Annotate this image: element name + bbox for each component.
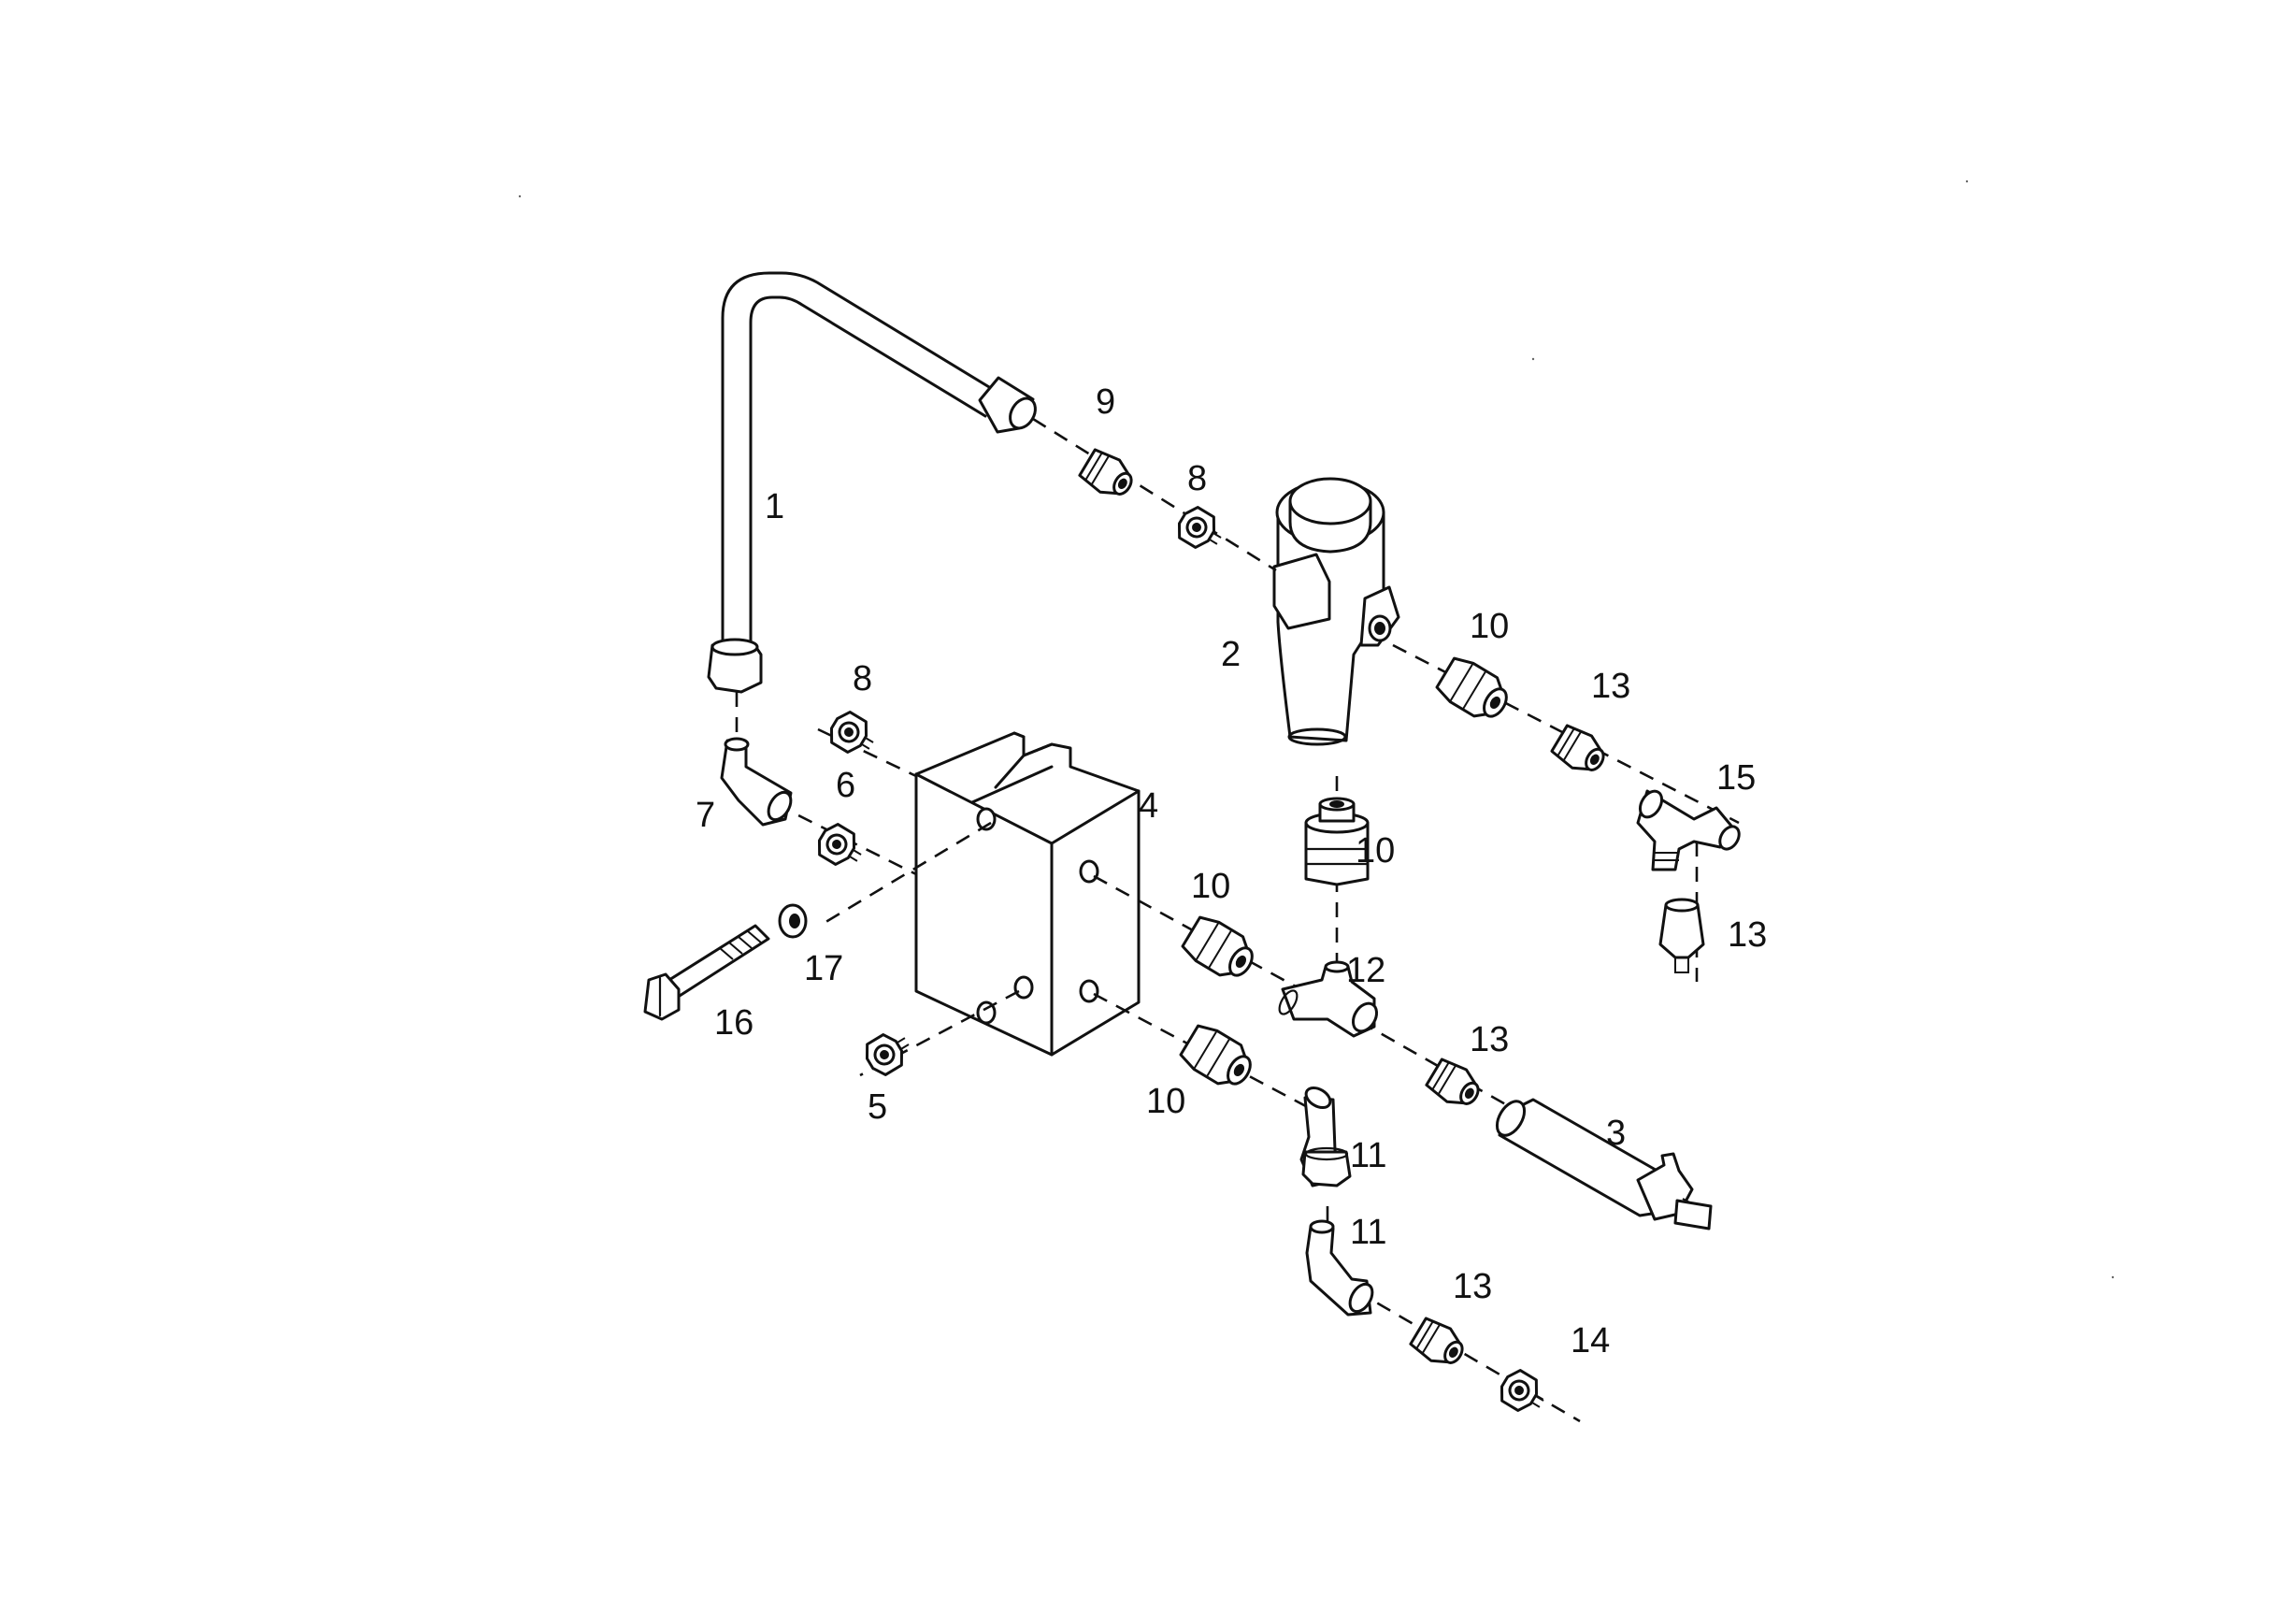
callout-13: 13	[1453, 1267, 1492, 1306]
valve-body-2	[1272, 477, 1400, 746]
callout-16: 16	[714, 1003, 753, 1043]
callout-13: 13	[1470, 1020, 1509, 1059]
callout-2: 2	[1221, 635, 1241, 674]
scan-specks	[518, 180, 2115, 1279]
tee-15	[1636, 789, 1741, 871]
callout-9: 9	[1096, 382, 1115, 422]
bushing-9	[1076, 445, 1141, 506]
union-10-right	[1432, 652, 1516, 728]
callout-10: 10	[1470, 607, 1509, 646]
nut-5	[859, 1024, 918, 1081]
callout-6: 6	[836, 766, 855, 805]
nut-14	[1494, 1364, 1553, 1421]
elbow-11-lower	[1305, 1219, 1374, 1317]
nut-6	[811, 818, 870, 875]
callout-15: 15	[1716, 758, 1756, 798]
callout-11: 11	[1350, 1136, 1386, 1175]
callout-17: 17	[804, 949, 843, 988]
union-10-vertical	[1304, 797, 1370, 886]
bolt-16	[643, 924, 770, 1021]
callout-3: 3	[1606, 1114, 1626, 1153]
fitting-13-vertical	[1658, 898, 1705, 973]
callout-4: 4	[1139, 786, 1158, 826]
callout-labels: 1 9 8 2 10 13 15 8 4 7 6 10 13 10 17 12 …	[696, 382, 1767, 1360]
union-10-low	[1176, 1019, 1260, 1096]
callout-11: 11	[1350, 1213, 1386, 1252]
callout-13: 13	[1591, 667, 1630, 706]
pipe-1	[707, 271, 1037, 694]
assembly-lines	[735, 417, 1740, 1423]
callout-8: 8	[853, 659, 872, 698]
callout-5: 5	[868, 1087, 887, 1127]
elbow-7	[720, 737, 793, 827]
nut-8-top	[1171, 501, 1230, 558]
union-10-mid	[1178, 911, 1262, 987]
callout-1: 1	[765, 487, 784, 526]
tee-12	[1278, 960, 1379, 1038]
callout-10: 10	[1146, 1082, 1185, 1121]
washer-17	[778, 903, 808, 939]
callout-12: 12	[1346, 951, 1385, 990]
callout-10: 10	[1356, 831, 1395, 871]
cylinder-3	[1495, 1098, 1713, 1231]
manifold-block-4	[914, 731, 1141, 1057]
elbow-11-upper	[1299, 1086, 1352, 1187]
callout-10: 10	[1191, 867, 1230, 906]
callout-7: 7	[696, 796, 715, 835]
callout-8: 8	[1187, 459, 1207, 498]
fitting-13-bottom	[1407, 1314, 1471, 1375]
nut-8-left	[824, 706, 883, 763]
callout-14: 14	[1571, 1321, 1610, 1360]
callout-13: 13	[1728, 915, 1767, 955]
